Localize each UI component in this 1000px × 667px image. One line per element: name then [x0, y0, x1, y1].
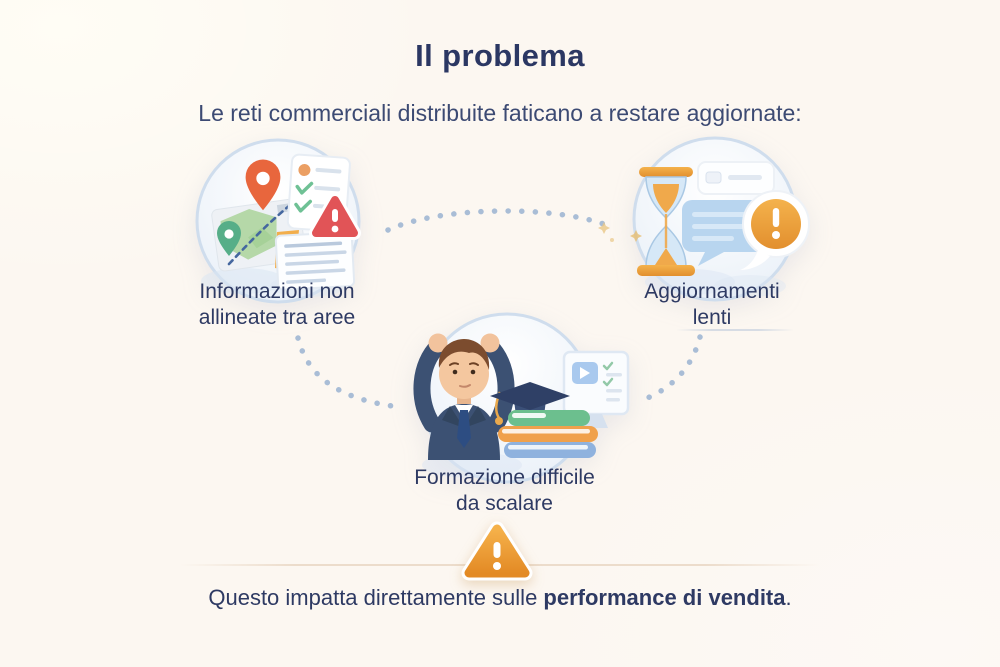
footer-impact-text: Questo impatta direttamente sulle perfor…: [0, 585, 1000, 611]
route-dashed-line: [227, 204, 291, 266]
node-illustration-training-scale: [413, 312, 630, 484]
sparkle-star-icon: [630, 230, 642, 242]
alert-triangle-icon: [309, 193, 361, 240]
message-card-icon: [697, 161, 775, 195]
hourglass-icon: [637, 167, 695, 276]
connector-left-down: [295, 335, 395, 409]
connector-arc-top: [385, 208, 617, 233]
node-illustration-misaligned-info: [195, 138, 361, 304]
monitor-icon: [562, 350, 630, 428]
footer-text-bold: performance di vendita: [543, 585, 786, 610]
node-label-misaligned-info: Informazioni non allineate tra aree: [198, 280, 356, 329]
alert-bubble-icon: [740, 190, 810, 270]
node-label-slow-updates: Aggiornamenti lenti: [644, 280, 780, 329]
location-pin-icon: [245, 159, 281, 211]
page-title: Il problema: [415, 38, 585, 73]
sparkle-dot: [610, 238, 614, 242]
node-illustration-slow-updates: [630, 136, 810, 302]
sparkle-star-icon: [598, 222, 610, 234]
page-subtitle: Le reti commerciali distribuite faticano…: [198, 100, 802, 126]
footer-text-after: .: [785, 585, 792, 610]
connector-right-down: [642, 334, 703, 402]
document-icon: [274, 231, 356, 291]
node-label-training-scale: Formazione difficile da scalare: [414, 466, 595, 515]
stressed-person-icon: [413, 333, 515, 460]
footer-text-before: Questo impatta direttamente sulle: [208, 585, 544, 610]
books-icon: [498, 410, 598, 458]
location-pin-icon: [217, 221, 241, 256]
label-underline-decoration: [676, 329, 794, 331]
warning-triangle-icon: [461, 521, 533, 581]
